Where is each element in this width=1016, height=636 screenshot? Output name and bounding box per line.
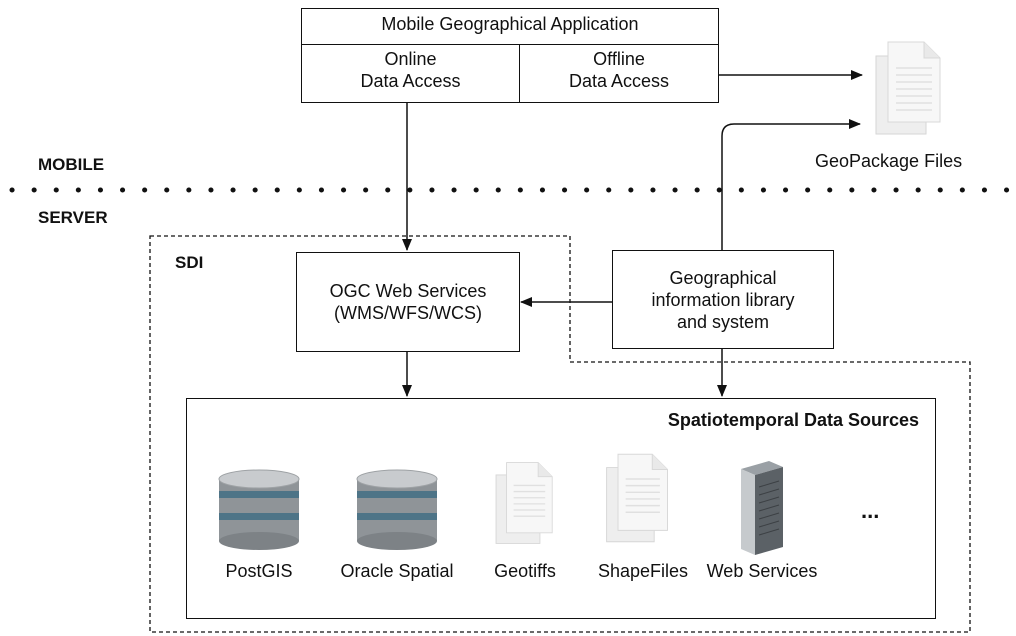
shapefiles-document-stack-icon bbox=[606, 453, 668, 543]
mobile-app-split bbox=[519, 45, 520, 103]
postgis-database-icon bbox=[218, 469, 300, 550]
geotiffs-label: Geotiffs bbox=[494, 561, 556, 581]
postgis-label: PostGIS bbox=[225, 561, 293, 581]
web-services-server-tower-icon bbox=[741, 461, 783, 555]
oracle-spatial-database-icon bbox=[356, 469, 438, 550]
mobile-app-title: Mobile Geographical Application bbox=[381, 14, 639, 34]
mobile-app-divider bbox=[302, 44, 718, 45]
data-sources-title: Spatiotemporal Data Sources bbox=[667, 410, 919, 430]
gis-library-box: Geographical information library and sys… bbox=[612, 250, 834, 349]
mobile-zone-label: MOBILE bbox=[38, 155, 105, 174]
server-zone-label: SERVER bbox=[38, 208, 108, 227]
more-sources-ellipsis: ... bbox=[861, 498, 880, 523]
geotiffs-document-stack-icon bbox=[495, 462, 553, 544]
mobile-app-box: Mobile Geographical Application Online D… bbox=[301, 8, 719, 103]
data-sources-box: Spatiotemporal Data Sources PostGIS Orac… bbox=[186, 398, 936, 619]
arrow-gis-to-geopackage bbox=[721, 119, 861, 250]
shapefiles-label: ShapeFiles bbox=[597, 561, 689, 581]
sdi-zone-label: SDI bbox=[175, 253, 204, 272]
geopackage-document-stack-icon bbox=[875, 41, 941, 135]
oracle-spatial-label: Oracle Spatial bbox=[340, 561, 454, 581]
sdi-region-border bbox=[149, 235, 971, 633]
geopackage-label: GeoPackage Files bbox=[815, 151, 963, 171]
online-access-label: Online Data Access bbox=[360, 49, 461, 91]
ogc-web-services-box: OGC Web Services (WMS/WFS/WCS) bbox=[296, 252, 520, 352]
offline-access-label: Offline Data Access bbox=[568, 49, 670, 91]
web-services-label: Web Services bbox=[706, 561, 818, 581]
